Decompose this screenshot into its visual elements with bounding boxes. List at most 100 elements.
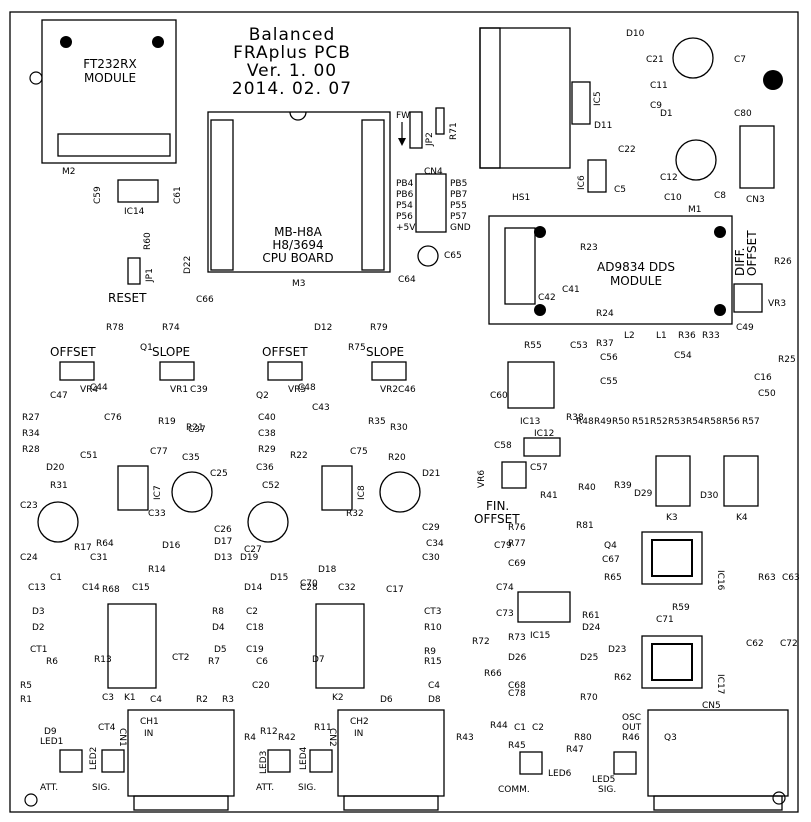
component-designator: D30 xyxy=(700,491,719,501)
c7-capacitor xyxy=(672,37,714,79)
component-designator: D28 xyxy=(0,0,19,3)
component-designator: D13 xyxy=(214,553,232,563)
component-designator: D24 xyxy=(582,623,601,633)
component-designator: C17 xyxy=(386,585,404,595)
component-designator: Q1 xyxy=(140,343,153,353)
title-line-1: Balanced xyxy=(249,25,336,45)
cn5-connector: CN5 xyxy=(647,701,789,811)
cn2-connector: CH2 IN CN2 xyxy=(327,709,445,811)
component-designator: R45 xyxy=(508,741,526,751)
component-designator: D18 xyxy=(318,565,337,575)
comm-label: COMM. xyxy=(498,785,530,795)
component-designator: R61 xyxy=(582,611,600,621)
component-designator: C51 xyxy=(80,451,98,461)
component-designator: R64 xyxy=(96,539,114,549)
component-designator: C80 xyxy=(734,109,752,119)
att-label-ch2: ATT. xyxy=(256,783,274,793)
component-designator: C5 xyxy=(614,185,626,195)
component-designator: C71 xyxy=(656,615,674,625)
component-designator: C8 xyxy=(714,191,726,201)
component-designator: R53 xyxy=(668,417,686,427)
component-designator: C22 xyxy=(618,145,636,155)
fw-label: FW xyxy=(396,111,410,121)
component-designator: C23 xyxy=(20,501,38,511)
component-designator: D15 xyxy=(270,573,288,583)
ic7-chip xyxy=(117,465,149,511)
offset-label-ch1: OFFSET xyxy=(50,345,96,359)
c65-label: C65 xyxy=(444,251,462,261)
dds-line-1: AD9834 DDS xyxy=(597,260,675,274)
component-designator: R40 xyxy=(578,483,596,493)
c25-capacitor xyxy=(171,471,213,513)
vr1-label: VR1 xyxy=(170,385,188,395)
cn2-ref: CN2 xyxy=(327,728,337,747)
led4 xyxy=(309,749,333,773)
component-designator: R8 xyxy=(212,607,224,617)
component-designator: R29 xyxy=(258,445,276,455)
component-designator: R50 xyxy=(612,417,630,427)
component-designator: C45 xyxy=(0,0,18,3)
component-designator: D29 xyxy=(634,489,653,499)
component-designator: C9 xyxy=(650,101,662,111)
component-designator: C73 xyxy=(496,609,514,619)
component-designator: R46 xyxy=(622,733,640,743)
cn4-pin: P56 xyxy=(396,212,413,222)
component-designator: C49 xyxy=(736,323,754,333)
component-designator: C79 xyxy=(494,541,512,551)
component-designator: C44 xyxy=(90,383,108,393)
component-designator: C4 xyxy=(428,681,440,691)
jp2-label: JP2 xyxy=(425,132,435,147)
component-designator: R34 xyxy=(22,429,40,439)
c65-capacitor xyxy=(417,245,439,267)
component-designator: C27 xyxy=(244,545,262,555)
sig-label-osc: SIG. xyxy=(598,785,616,795)
cn4-pin: PB4 xyxy=(396,179,414,189)
component-designator: C52 xyxy=(262,481,280,491)
vr3-trimmer xyxy=(733,283,763,313)
component-designator: R18 xyxy=(0,0,18,3)
component-designator: R56 xyxy=(722,417,740,427)
component-designator: R76 xyxy=(508,523,526,533)
jp1-header xyxy=(127,257,141,285)
vr1-trimmer xyxy=(159,361,195,381)
component-designator: R11 xyxy=(314,723,332,733)
component-designator: C14 xyxy=(82,583,100,593)
diff-offset-2: OFFSET xyxy=(745,230,759,276)
component-designator: R2 xyxy=(196,695,208,705)
c66-label: C66 xyxy=(196,295,214,305)
component-designator: R66 xyxy=(484,669,502,679)
component-designator: C42 xyxy=(538,293,556,303)
component-designator: R5 xyxy=(20,681,32,691)
cn3-ref: CN3 xyxy=(746,195,765,205)
component-designator: C77 xyxy=(150,447,168,457)
component-designator: R55 xyxy=(524,341,542,351)
k2-label: K2 xyxy=(332,693,344,703)
component-designator: C6 xyxy=(256,657,268,667)
component-designator: C76 xyxy=(104,413,122,423)
component-designator: R44 xyxy=(490,721,508,731)
cn4-pin: +5V xyxy=(396,223,416,233)
component-designator: D14 xyxy=(244,583,263,593)
component-designator: Q3 xyxy=(664,733,677,743)
ic12-label: IC12 xyxy=(534,429,554,439)
component-designator: R57 xyxy=(742,417,760,427)
component-designator: C7 xyxy=(734,55,746,65)
component-designator: C38 xyxy=(258,429,276,439)
dds-module: AD9834 DDS MODULE xyxy=(488,215,733,325)
component-designator: C20 xyxy=(252,681,270,691)
led1 xyxy=(59,749,83,773)
component-designator: R75 xyxy=(348,343,366,353)
component-designator: C32 xyxy=(338,583,356,593)
led6 xyxy=(519,751,543,775)
component-designator: C54 xyxy=(674,351,692,361)
component-designator: R77 xyxy=(508,539,526,549)
d22-label: D22 xyxy=(183,256,193,274)
offset-label-ch2: OFFSET xyxy=(262,345,308,359)
component-designator: C67 xyxy=(602,555,620,565)
ic13-chip xyxy=(507,361,555,409)
k4-label: K4 xyxy=(736,513,748,523)
component-designator: D5 xyxy=(214,645,227,655)
component-designator: D11 xyxy=(594,121,612,131)
component-designator: R72 xyxy=(472,637,490,647)
